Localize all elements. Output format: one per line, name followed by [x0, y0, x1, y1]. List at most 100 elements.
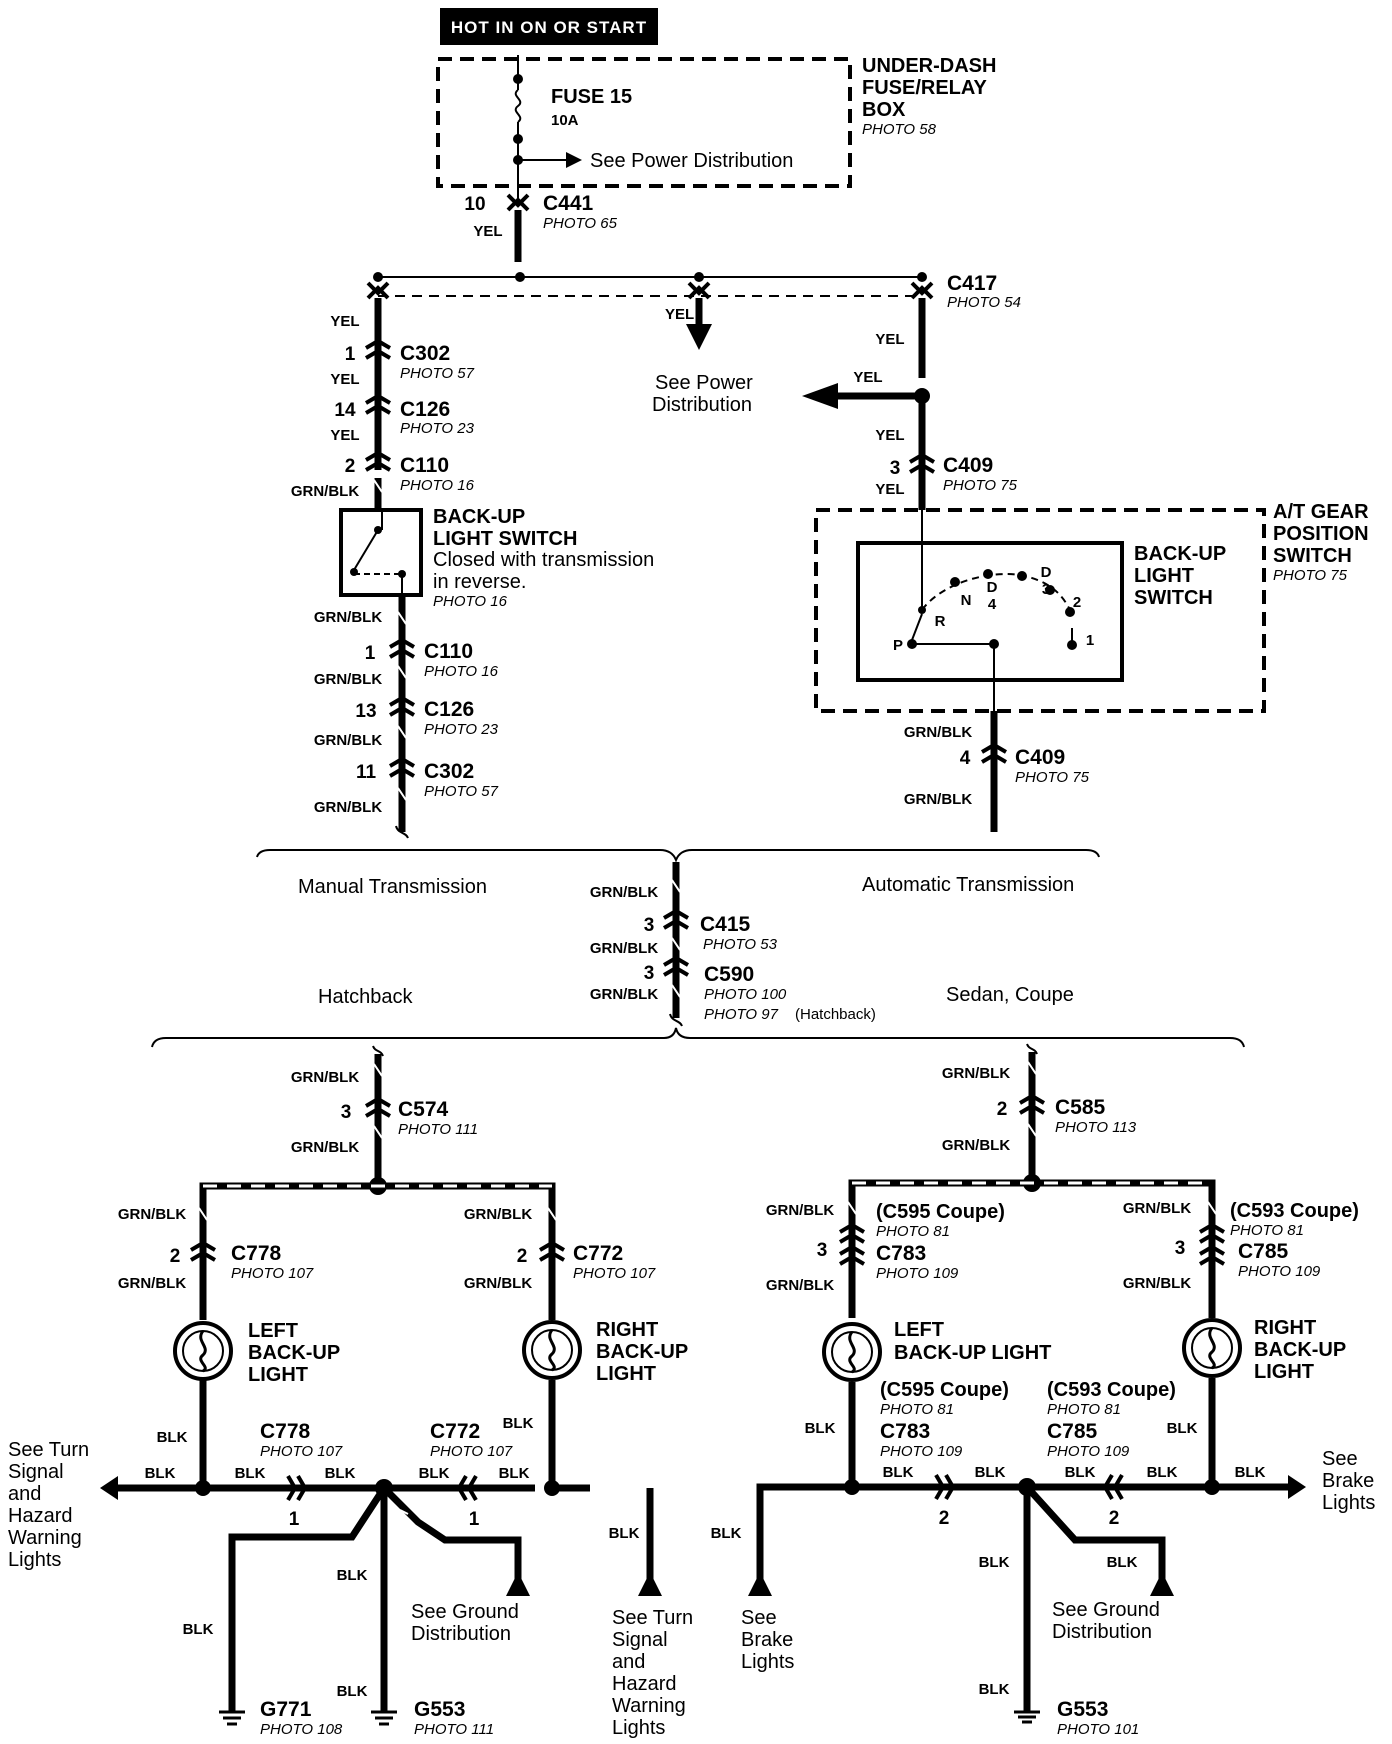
ref-turn-signal-mid: See Turn Signal and Hazard Warning Light…: [612, 1607, 693, 1739]
svg-text:See Power: See Power: [655, 372, 753, 394]
svg-text:C126: C126: [424, 698, 474, 721]
at-backup-light-switch: BACK-UP LIGHT SWITCH P R N D 4 D 3 2 1: [856, 510, 1226, 711]
svg-text:BLK: BLK: [1147, 1464, 1178, 1481]
svg-text:PHOTO 23: PHOTO 23: [424, 721, 499, 738]
svg-text:PHOTO 57: PHOTO 57: [424, 783, 499, 800]
svg-text:BLK: BLK: [883, 1464, 914, 1481]
svg-text:C783: C783: [876, 1242, 926, 1265]
svg-text:4: 4: [988, 596, 997, 613]
auto-lower-wire: GRN/BLK GRN/BLK 4 C409 PHOTO 75: [904, 711, 1090, 832]
ref-ground-distribution-hatchback: See Ground Distribution: [411, 1601, 519, 1645]
svg-text:GRN/BLK: GRN/BLK: [464, 1275, 532, 1292]
sedan-feed: GRN/BLK GRN/BLK 2 C585 PHOTO 113: [942, 1043, 1137, 1192]
svg-text:Hazard: Hazard: [8, 1505, 72, 1527]
fuse-box-title-line-2: FUSE/RELAY: [862, 77, 988, 99]
ground-g553-sedan: G553 PHOTO 101: [1057, 1698, 1139, 1738]
svg-text:PHOTO 107: PHOTO 107: [430, 1443, 513, 1460]
svg-text:BACK-UP: BACK-UP: [1134, 543, 1226, 565]
svg-text:LIGHT: LIGHT: [248, 1364, 308, 1386]
svg-text:SWITCH: SWITCH: [1273, 545, 1352, 567]
svg-text:PHOTO 81: PHOTO 81: [880, 1401, 954, 1418]
svg-text:2: 2: [170, 1246, 181, 1267]
svg-text:BLK: BLK: [325, 1465, 356, 1482]
svg-text:A/T GEAR: A/T GEAR: [1273, 501, 1369, 523]
svg-text:LEFT: LEFT: [248, 1320, 298, 1342]
svg-text:YEL: YEL: [330, 427, 359, 444]
svg-text:2: 2: [997, 1099, 1008, 1120]
svg-text:C585: C585: [1055, 1096, 1106, 1119]
svg-text:1: 1: [345, 344, 356, 365]
svg-text:P: P: [893, 637, 903, 654]
svg-text:PHOTO 107: PHOTO 107: [231, 1265, 314, 1282]
sedan-right-light-feed: GRN/BLK GRN/BLK 3 (C593 Coupe) PHOTO 81 …: [1123, 1200, 1359, 1318]
svg-text:See: See: [1322, 1448, 1358, 1470]
svg-text:GRN/BLK: GRN/BLK: [904, 791, 972, 808]
svg-text:YEL: YEL: [875, 427, 904, 444]
svg-text:Signal: Signal: [612, 1629, 668, 1651]
svg-text:GRN/BLK: GRN/BLK: [118, 1206, 186, 1223]
svg-text:Signal: Signal: [8, 1461, 64, 1483]
svg-text:1: 1: [365, 643, 376, 664]
svg-text:(C595 Coupe): (C595 Coupe): [876, 1201, 1005, 1223]
svg-text:BLK: BLK: [1107, 1554, 1138, 1571]
svg-text:PHOTO 16: PHOTO 16: [433, 593, 508, 610]
svg-text:(C593 Coupe): (C593 Coupe): [1230, 1200, 1359, 1222]
see-power-distribution-center: YEL See Power Distribution: [652, 298, 753, 416]
svg-text:BLK: BLK: [805, 1420, 836, 1437]
svg-text:YEL: YEL: [330, 371, 359, 388]
svg-text:PHOTO 109: PHOTO 109: [876, 1265, 959, 1282]
svg-text:BLK: BLK: [711, 1525, 742, 1542]
svg-text:BLK: BLK: [235, 1465, 266, 1482]
ref-brake-lights-right: See Brake Lights: [1322, 1448, 1375, 1514]
svg-text:PHOTO 75: PHOTO 75: [1273, 567, 1348, 584]
manual-lower-wire: GRN/BLK GRN/BLK GRN/BLK GRN/BLK 1 13 11 …: [314, 595, 499, 839]
svg-text:(C595 Coupe): (C595 Coupe): [880, 1379, 1009, 1401]
svg-text:BLK: BLK: [1235, 1464, 1266, 1481]
svg-text:C772: C772: [430, 1420, 480, 1443]
svg-text:See Turn: See Turn: [8, 1439, 89, 1461]
svg-text:YEL: YEL: [330, 313, 359, 330]
svg-text:C302: C302: [400, 342, 450, 365]
svg-text:C574: C574: [398, 1098, 449, 1121]
svg-text:Hatchback: Hatchback: [318, 986, 413, 1008]
svg-text:Lights: Lights: [612, 1717, 665, 1739]
svg-text:PHOTO 23: PHOTO 23: [400, 420, 475, 437]
svg-text:PHOTO 57: PHOTO 57: [400, 365, 475, 382]
svg-text:YEL: YEL: [853, 369, 882, 386]
svg-text:3: 3: [1042, 581, 1050, 598]
svg-text:BLK: BLK: [157, 1429, 188, 1446]
svg-text:BACK-UP: BACK-UP: [433, 506, 525, 528]
hatchback-right-backup-light: RIGHT BACK-UP LIGHT: [522, 1319, 688, 1385]
svg-text:Distribution: Distribution: [411, 1623, 511, 1645]
hatchback-ground-network: BLK BLK BLK BLK BLK BLK BLK BLK BLK BLK …: [100, 1380, 662, 1726]
connector-c417-bus: C417 PHOTO 54: [366, 272, 1021, 311]
svg-text:GRN/BLK: GRN/BLK: [1123, 1275, 1191, 1292]
svg-text:Distribution: Distribution: [652, 394, 752, 416]
svg-text:BACK-UP: BACK-UP: [248, 1342, 340, 1364]
hatchback-left-light-feed: GRN/BLK GRN/BLK 2 C778 PHOTO 107: [118, 1206, 314, 1320]
svg-text:10: 10: [464, 194, 485, 215]
svg-text:Manual Transmission: Manual Transmission: [298, 876, 487, 898]
svg-text:PHOTO 101: PHOTO 101: [1057, 1721, 1139, 1738]
svg-text:D: D: [987, 579, 998, 596]
svg-text:14: 14: [334, 400, 356, 421]
svg-text:Sedan, Coupe: Sedan, Coupe: [946, 984, 1074, 1006]
svg-text:YEL: YEL: [665, 306, 694, 323]
svg-text:3: 3: [1175, 1238, 1186, 1259]
svg-text:2: 2: [939, 1508, 950, 1529]
svg-text:PHOTO 111: PHOTO 111: [398, 1121, 478, 1138]
svg-text:Lights: Lights: [741, 1651, 794, 1673]
svg-text:GRN/BLK: GRN/BLK: [464, 1206, 532, 1223]
svg-text:Lights: Lights: [1322, 1492, 1375, 1514]
svg-text:11: 11: [356, 762, 377, 783]
svg-text:PHOTO 108: PHOTO 108: [260, 1721, 343, 1738]
svg-text:C778: C778: [231, 1242, 282, 1265]
svg-text:BLK: BLK: [337, 1567, 368, 1584]
svg-text:13: 13: [355, 701, 376, 722]
svg-text:Brake: Brake: [1322, 1470, 1374, 1492]
svg-text:RIGHT: RIGHT: [596, 1319, 658, 1341]
svg-text:BLK: BLK: [419, 1465, 450, 1482]
svg-text:C778: C778: [260, 1420, 311, 1443]
svg-text:C409: C409: [1015, 746, 1065, 769]
svg-text:BLK: BLK: [1167, 1420, 1198, 1437]
